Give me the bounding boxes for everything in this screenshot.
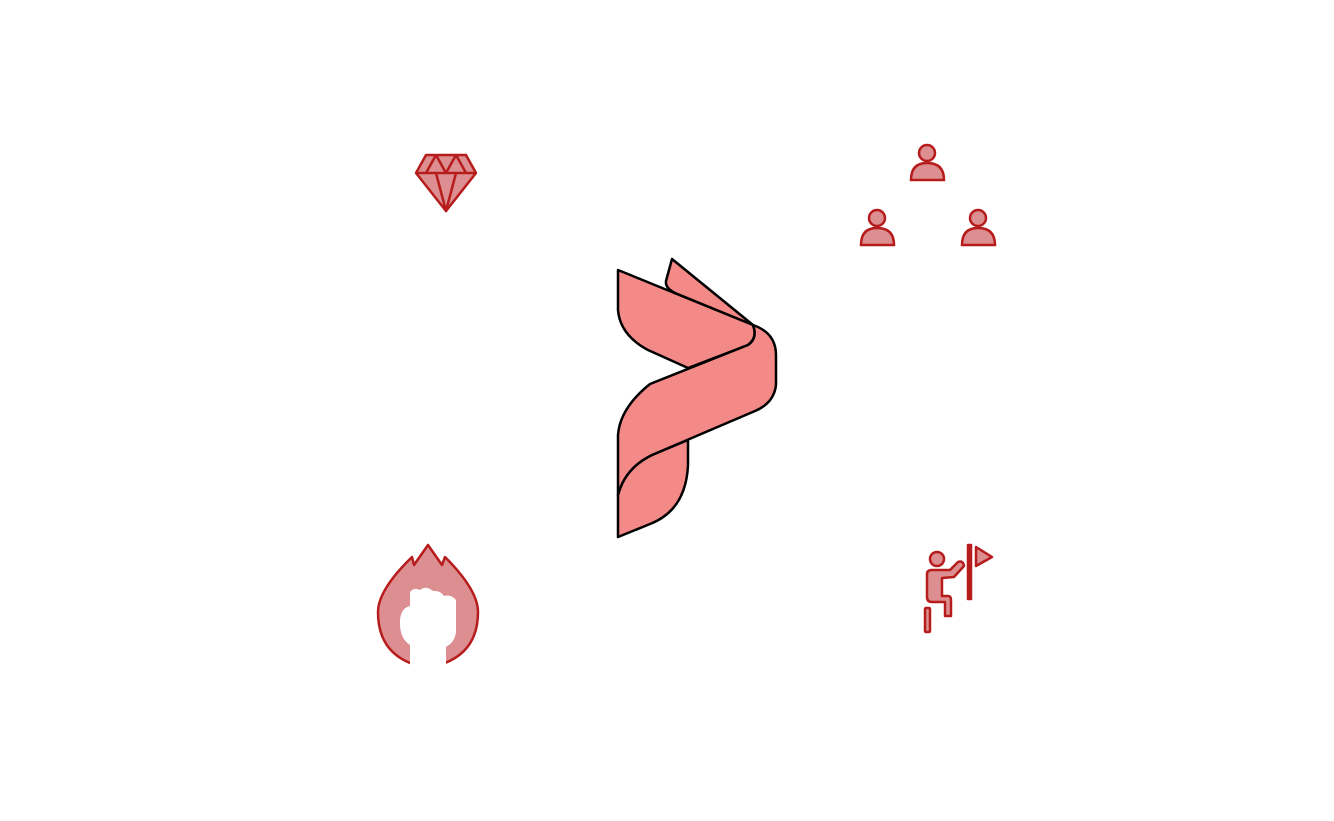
fist-icon [399,587,456,667]
team-icon [859,143,997,247]
person-icon [909,143,946,182]
climber-flag-icon [923,543,994,634]
person-icon [960,208,997,247]
person-icon [859,208,896,247]
fist-flame-icon [376,543,480,667]
ribbon-logo-icon [616,257,778,539]
diamond-icon [414,153,478,213]
